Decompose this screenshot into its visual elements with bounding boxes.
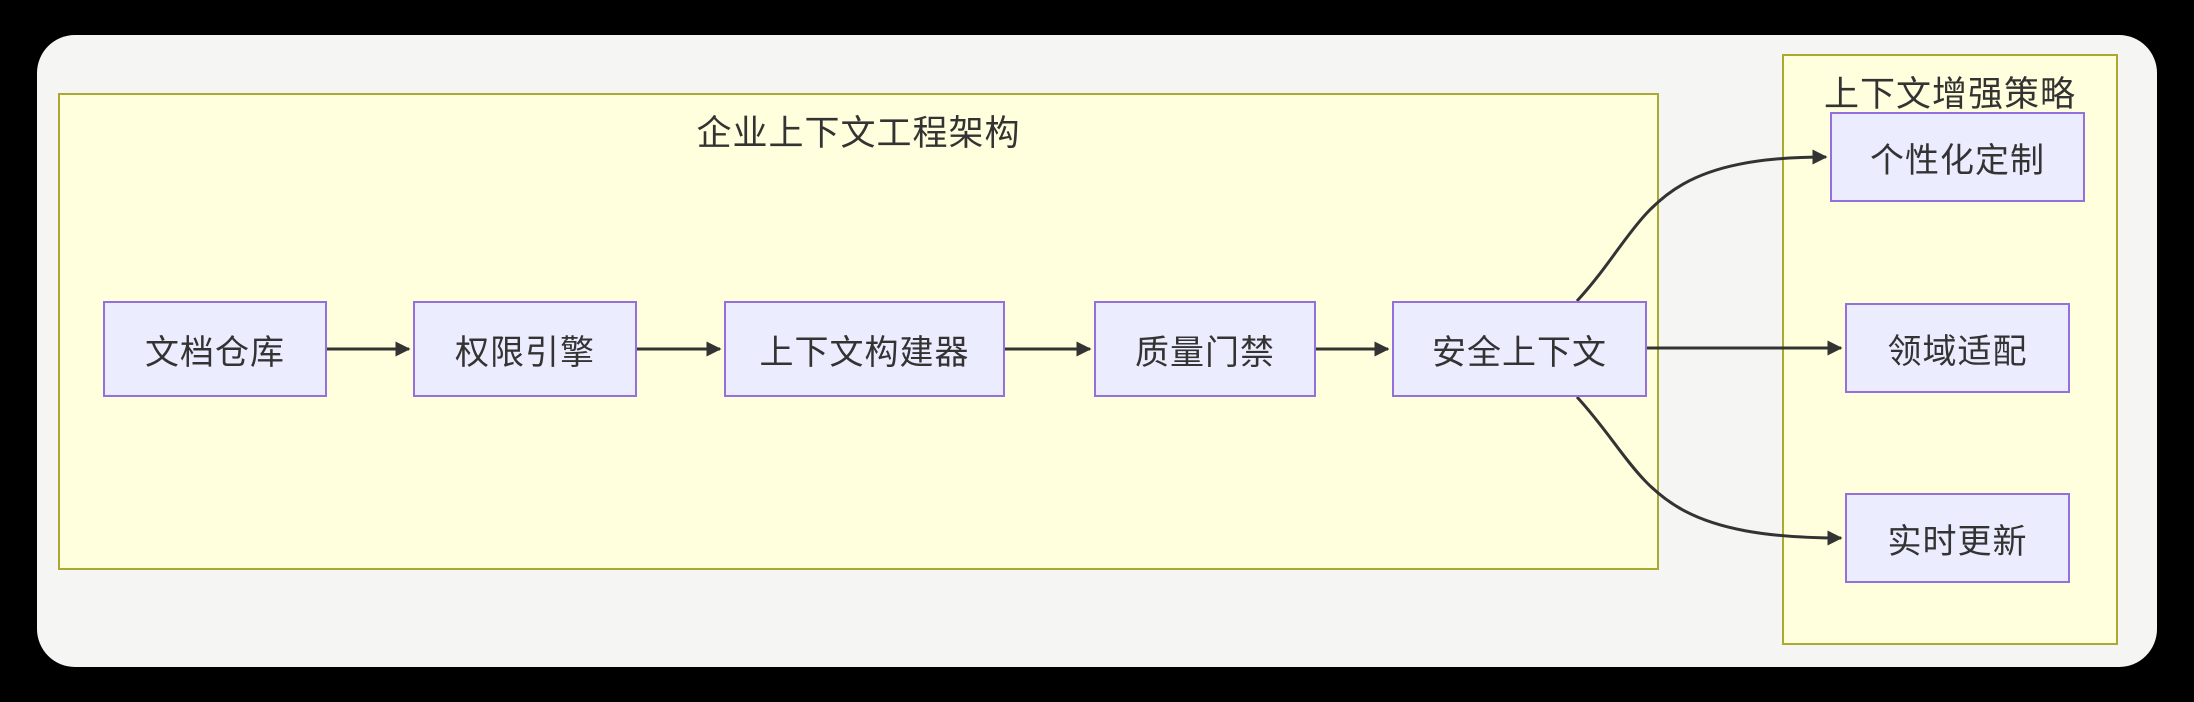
node-context-builder: 上下文构建器 — [724, 301, 1005, 397]
node-permission-engine: 权限引擎 — [413, 301, 637, 397]
node-quality-gate-label: 质量门禁 — [1135, 333, 1275, 372]
cluster-enterprise-title: 企业上下文工程架构 — [696, 114, 1021, 153]
node-personalization-label: 个性化定制 — [1870, 141, 2045, 180]
node-permission-engine-label: 权限引擎 — [455, 333, 595, 372]
node-domain-adaptation: 领域适配 — [1845, 303, 2070, 393]
node-personalization: 个性化定制 — [1830, 112, 2085, 202]
node-context-builder-label: 上下文构建器 — [759, 333, 970, 372]
node-quality-gate: 质量门禁 — [1094, 301, 1316, 397]
node-secure-context-label: 安全上下文 — [1432, 333, 1607, 372]
node-realtime-update-label: 实时更新 — [1887, 522, 2028, 561]
node-domain-adaptation-label: 领域适配 — [1887, 332, 2028, 371]
node-realtime-update: 实时更新 — [1845, 493, 2070, 583]
node-doc-warehouse-label: 文档仓库 — [145, 333, 285, 372]
node-secure-context: 安全上下文 — [1392, 301, 1647, 397]
cluster-strategies-title: 上下文增强策略 — [1823, 75, 2076, 114]
node-doc-warehouse: 文档仓库 — [103, 301, 327, 397]
